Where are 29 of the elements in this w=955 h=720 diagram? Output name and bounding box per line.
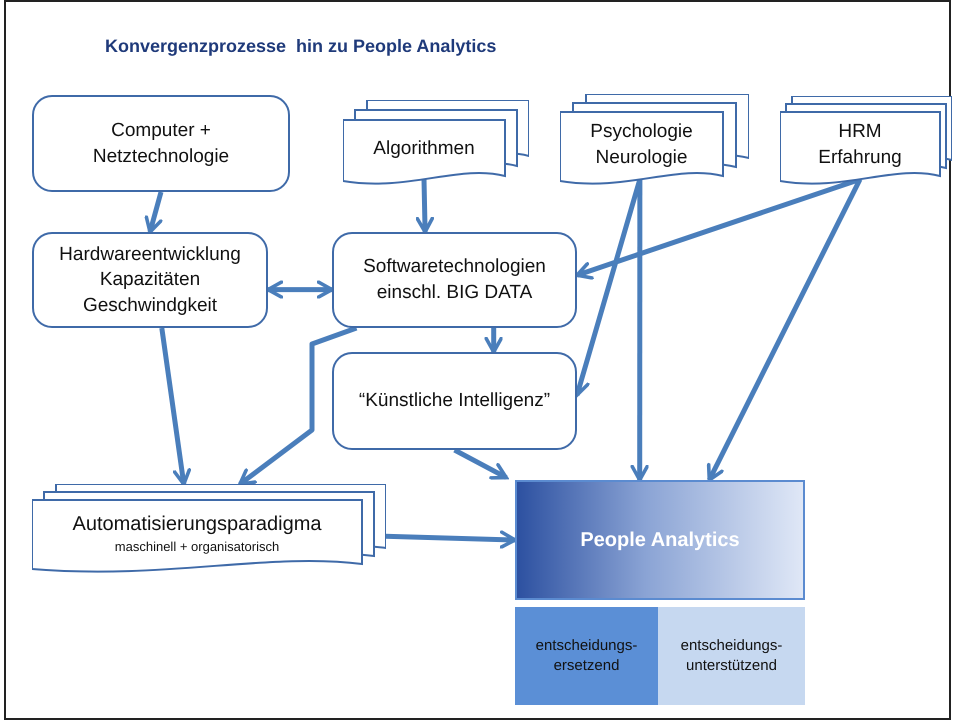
category-box	[515, 607, 658, 705]
arrow	[416, 179, 434, 234]
result-box	[515, 480, 805, 600]
node-label: HRM Erfahrung	[818, 120, 902, 170]
arrow	[266, 280, 334, 299]
arrow	[453, 448, 508, 480]
arrow	[144, 191, 164, 234]
node-label: entscheidungs-unterstützend	[680, 636, 784, 676]
diagram-title: Konvergenzprozesse hin zu People Analytics	[105, 36, 496, 57]
process-box	[332, 232, 577, 328]
node-label: “Künstliche Intelligenz”	[358, 389, 550, 414]
node-label: Computer + Netztechnologie	[92, 118, 230, 168]
node-label: People Analytics	[580, 528, 740, 552]
arrow	[159, 328, 192, 486]
arrow	[484, 328, 503, 354]
arrow	[385, 530, 517, 549]
process-box	[32, 95, 290, 192]
node-label: Automatisierungsparadigma	[72, 512, 322, 537]
node-label: Psychologie Neurologie	[589, 120, 694, 170]
process-box	[32, 232, 268, 328]
process-box	[332, 352, 577, 450]
node-label: Algorithmen	[373, 137, 475, 162]
arrow	[706, 178, 862, 482]
node-label: Softwaretechnologien einschl. BIG DATA	[362, 255, 547, 305]
node-sublabel: maschinell + organisatorisch	[114, 538, 280, 556]
arrow	[630, 179, 649, 482]
node-label: Hardwareentwicklung Kapazitäten Geschwindgkeit	[58, 242, 242, 318]
node-label: entscheidungs-ersetzend	[534, 636, 638, 676]
category-box	[658, 607, 805, 705]
